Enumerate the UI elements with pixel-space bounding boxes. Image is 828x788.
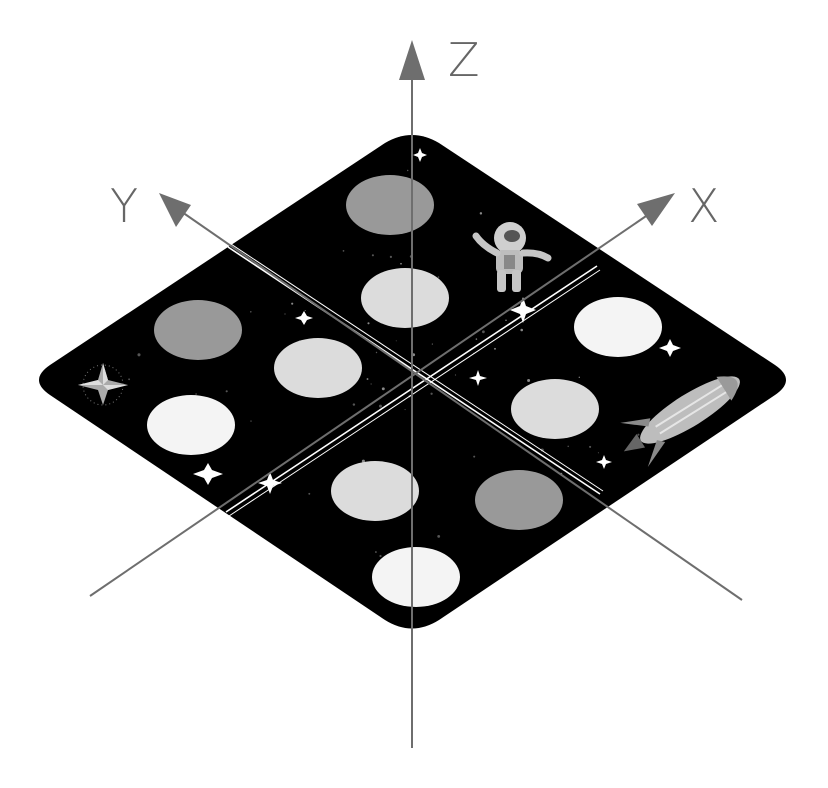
star-speck xyxy=(404,409,406,411)
star-speck xyxy=(225,390,228,393)
z-axis-arrow xyxy=(399,40,425,80)
star-speck xyxy=(128,378,131,381)
star-speck xyxy=(567,445,569,448)
disc xyxy=(475,470,563,530)
sparkles xyxy=(193,148,681,494)
star-speck xyxy=(250,420,252,422)
star-icon xyxy=(510,297,536,323)
star-speck xyxy=(375,351,378,354)
disc xyxy=(511,379,599,439)
star-speck xyxy=(475,338,478,340)
star-speck xyxy=(437,534,441,538)
disc xyxy=(147,395,235,455)
disc xyxy=(574,297,662,357)
disc xyxy=(274,338,362,398)
disc xyxy=(372,547,460,607)
star-speck xyxy=(381,387,385,391)
star-speck xyxy=(371,254,374,257)
star-icon xyxy=(413,148,427,162)
x-axis-arrow xyxy=(637,193,675,226)
astronaut-icon xyxy=(472,222,552,292)
disc xyxy=(361,268,449,328)
star-speck xyxy=(527,379,531,382)
star-speck xyxy=(379,404,382,408)
star-icon xyxy=(193,463,223,485)
star-speck xyxy=(137,353,141,357)
star-speck xyxy=(400,262,402,265)
star-speck xyxy=(379,554,382,558)
z-axis-label: Z xyxy=(448,33,480,87)
coordinate-axes: Z X Y xyxy=(89,33,743,748)
star-speck xyxy=(342,250,345,252)
star-speck xyxy=(367,322,370,325)
star-speck xyxy=(437,276,440,278)
x-axis-label: X xyxy=(688,179,720,233)
x-axis-line xyxy=(89,211,653,597)
star-speck xyxy=(291,302,294,305)
star-speck xyxy=(494,347,496,350)
disc xyxy=(154,300,242,360)
star-speck xyxy=(406,169,409,172)
disc xyxy=(346,175,434,235)
star-speck xyxy=(430,392,433,395)
star-speck xyxy=(389,255,393,259)
disc xyxy=(331,461,419,521)
star-speck xyxy=(505,319,507,321)
star-speck xyxy=(308,492,311,495)
star-speck xyxy=(473,455,476,458)
star-speck xyxy=(195,393,197,395)
star-speck xyxy=(250,311,252,313)
star-speck xyxy=(637,433,640,436)
star-speck xyxy=(454,374,457,376)
star-icon xyxy=(469,370,487,386)
star-speck xyxy=(578,376,580,378)
star-icon xyxy=(295,311,313,325)
star-speck xyxy=(366,378,369,380)
star-speck xyxy=(589,445,592,448)
star-speck xyxy=(352,403,356,406)
star-icon xyxy=(596,455,612,469)
star-speck xyxy=(479,212,483,215)
y-axis-arrow xyxy=(159,193,191,227)
star-speck xyxy=(597,452,599,454)
star-speck xyxy=(482,330,485,334)
rocket-icon xyxy=(620,376,740,468)
star-speck xyxy=(395,340,397,342)
star-speck xyxy=(431,343,433,345)
star-speck xyxy=(284,313,286,315)
star-speck xyxy=(374,551,377,553)
y-axis-line xyxy=(181,211,743,601)
y-axis-label: Y xyxy=(110,179,138,233)
star-speck xyxy=(370,383,372,385)
star-icon xyxy=(258,472,282,494)
star-speck xyxy=(520,328,523,332)
star-speck xyxy=(304,310,306,311)
star-icon xyxy=(659,339,681,357)
compass-star-icon xyxy=(78,363,128,406)
